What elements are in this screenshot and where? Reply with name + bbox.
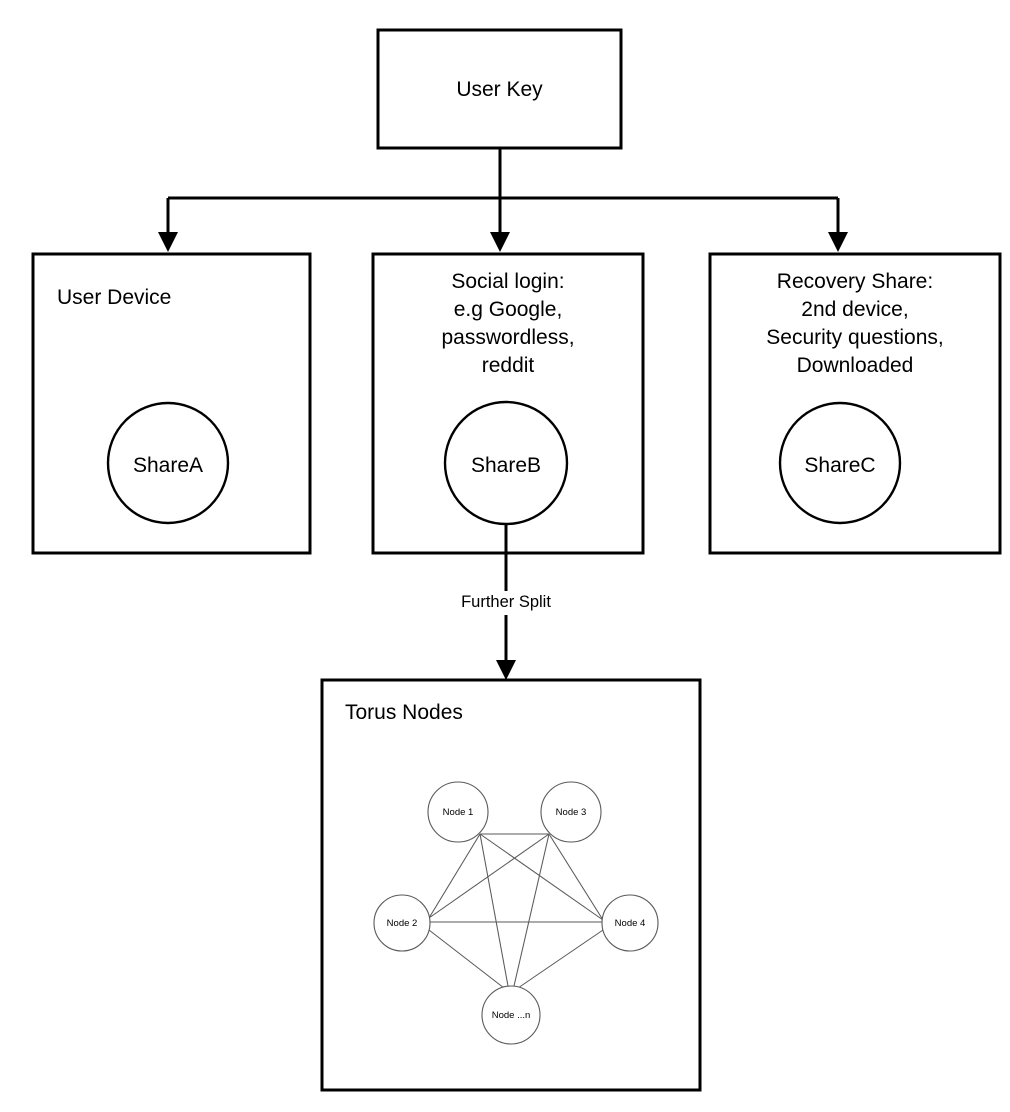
node-2-label: Node 2 bbox=[387, 918, 418, 929]
edge-node-1-node-2 bbox=[428, 833, 481, 919]
arrowhead-left bbox=[158, 232, 178, 252]
node-1-label: Node 1 bbox=[443, 807, 474, 818]
further-split-label: Further Split bbox=[406, 591, 606, 615]
node-4-label: Node 4 bbox=[615, 918, 646, 929]
arrowhead-right bbox=[828, 232, 848, 252]
node-3-label: Node 3 bbox=[556, 807, 587, 818]
node-graph-nodes bbox=[373, 781, 659, 1045]
sharec-label: ShareC bbox=[804, 454, 876, 477]
arrowhead-middle bbox=[490, 232, 510, 252]
node-3-circle[interactable] bbox=[540, 781, 602, 843]
node-n-circle[interactable] bbox=[481, 985, 541, 1045]
user-device-heading: User Device bbox=[57, 286, 172, 309]
sharea-circle[interactable] bbox=[106, 401, 230, 525]
torus-nodes-heading: Torus Nodes bbox=[345, 701, 463, 724]
node-2-circle[interactable] bbox=[373, 894, 431, 952]
node-graph-edges bbox=[428, 833, 604, 989]
user-key-label: User Key bbox=[456, 78, 543, 101]
sharea-label: ShareA bbox=[132, 454, 204, 477]
edge-node-3-node-2 bbox=[428, 833, 550, 919]
user-key-box[interactable] bbox=[376, 28, 623, 150]
edge-node-2-node-n bbox=[428, 929, 505, 989]
node-n-label: Node ...n bbox=[492, 1010, 531, 1021]
arrowhead-further-split bbox=[496, 660, 516, 680]
edge-node-4-node-n bbox=[517, 929, 604, 989]
recovery-share-heading: Recovery Share: 2nd device, Security que… bbox=[766, 270, 944, 377]
social-login-heading: Social login: e.g Google, passwordless, … bbox=[441, 270, 575, 377]
shareb-label: ShareB bbox=[470, 454, 542, 477]
node-1-circle[interactable] bbox=[427, 781, 489, 843]
edge-node-1-node-4 bbox=[479, 833, 604, 921]
sharec-circle[interactable] bbox=[778, 401, 902, 525]
edge-node-3-node-4 bbox=[548, 833, 604, 921]
edge-node-3-node-n bbox=[513, 833, 550, 987]
node-4-circle[interactable] bbox=[601, 894, 659, 952]
edge-node-1-node-n bbox=[479, 833, 509, 987]
